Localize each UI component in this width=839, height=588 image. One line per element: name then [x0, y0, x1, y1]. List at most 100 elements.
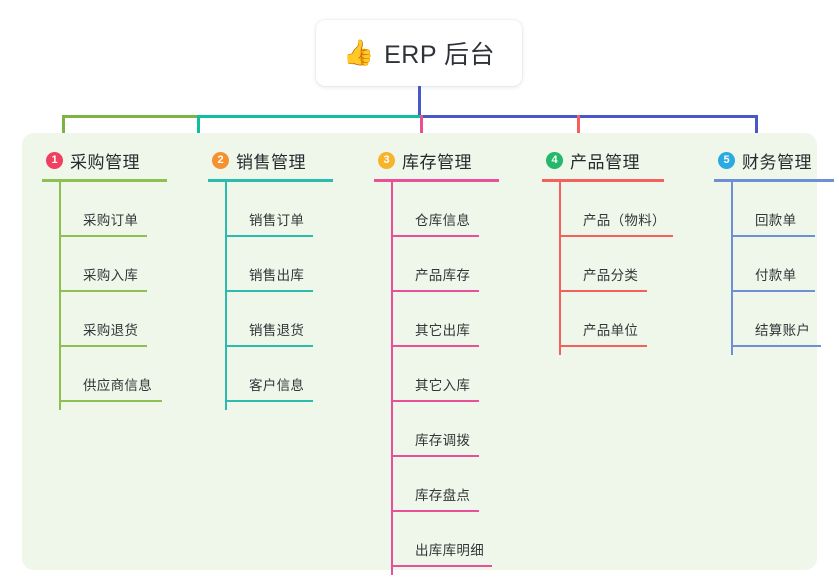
- branch-item[interactable]: 销售出库: [225, 237, 333, 292]
- branch-item-rule: [731, 290, 815, 292]
- branch-item[interactable]: 出库库明细: [391, 512, 499, 567]
- connector-bus-segment: [62, 115, 197, 118]
- branch-spine: [559, 182, 561, 355]
- branch-items: 回款单付款单结算账户: [731, 182, 834, 355]
- branch-item[interactable]: 供应商信息: [59, 347, 167, 402]
- branch-item[interactable]: 产品（物料）: [559, 182, 673, 237]
- branch-item-label: 仓库信息: [415, 213, 471, 228]
- branch-item[interactable]: 其它出库: [391, 292, 499, 347]
- branch-item[interactable]: 库存盘点: [391, 457, 499, 512]
- branch-item-rule: [391, 455, 479, 457]
- branch-column-1: 1 采购管理采购订单采购入库采购退货供应商信息: [42, 145, 167, 410]
- branch-item[interactable]: 其它入库: [391, 347, 499, 402]
- branch-item[interactable]: 销售退货: [225, 292, 333, 347]
- branch-item[interactable]: 仓库信息: [391, 182, 499, 237]
- branch-item-label: 付款单: [755, 268, 797, 283]
- branch-item-label: 产品库存: [415, 268, 471, 283]
- branch-header[interactable]: 4 产品管理: [542, 145, 664, 175]
- branch-item[interactable]: 回款单: [731, 182, 834, 237]
- branch-item-label: 结算账户: [755, 323, 811, 338]
- branch-title-rule: [208, 179, 333, 182]
- branch-item-rule: [391, 565, 492, 567]
- branch-item[interactable]: 结算账户: [731, 292, 834, 347]
- branch-title-rule: [542, 179, 664, 182]
- branch-item-rule: [59, 290, 147, 292]
- thumbs-up-icon: 👍: [342, 38, 375, 67]
- branch-item-label: 库存调拨: [415, 433, 471, 448]
- branch-item-rule: [559, 345, 647, 347]
- branch-item-rule: [225, 290, 313, 292]
- branch-item[interactable]: 客户信息: [225, 347, 333, 402]
- branch-item-label: 销售退货: [249, 323, 305, 338]
- branch-spine: [731, 182, 733, 355]
- branch-item-label: 产品单位: [583, 323, 639, 338]
- branch-item-label: 采购退货: [83, 323, 139, 338]
- branch-item-rule: [391, 235, 479, 237]
- branch-title-rule: [714, 179, 834, 182]
- branch-index-badge: 5: [718, 151, 735, 169]
- branch-item-label: 供应商信息: [83, 378, 152, 393]
- branch-column-4: 4 产品管理产品（物料） 产品分类产品单位: [542, 145, 673, 355]
- branch-item-rule: [59, 400, 162, 402]
- branch-item-rule: [225, 235, 313, 237]
- branch-title-rule: [42, 179, 167, 182]
- connector-stem: [418, 86, 421, 116]
- branch-item-rule: [559, 235, 673, 237]
- branch-index-badge: 3: [378, 151, 395, 169]
- branch-item-rule: [59, 235, 147, 237]
- branch-item-rule: [559, 290, 647, 292]
- branch-item-label: 出库库明细: [415, 543, 484, 558]
- branch-item-label: 库存盘点: [415, 488, 471, 503]
- branch-item-rule: [225, 345, 313, 347]
- branch-item-label: 回款单: [755, 213, 797, 228]
- branch-item-rule: [59, 345, 147, 347]
- branch-item[interactable]: 付款单: [731, 237, 834, 292]
- branch-item[interactable]: 产品单位: [559, 292, 664, 347]
- connector-bus-segment: [420, 115, 757, 118]
- branch-item[interactable]: 产品库存: [391, 237, 499, 292]
- branch-item[interactable]: 销售订单: [225, 182, 333, 237]
- branch-item-label: 其它入库: [415, 378, 471, 393]
- branch-index-badge: 1: [46, 151, 63, 169]
- branch-index-badge: 2: [212, 151, 229, 169]
- branch-item[interactable]: 产品分类: [559, 237, 664, 292]
- branch-item-label: 客户信息: [249, 378, 305, 393]
- branch-item-label: 销售订单: [249, 213, 305, 228]
- branch-item[interactable]: 采购退货: [59, 292, 167, 347]
- branch-index-badge: 4: [546, 151, 563, 169]
- branch-items: 产品（物料） 产品分类产品单位: [559, 182, 673, 355]
- branch-item-rule: [731, 235, 815, 237]
- branch-items: 销售订单销售出库销售退货客户信息: [225, 182, 333, 410]
- branch-items: 仓库信息产品库存其它出库其它入库库存调拨库存盘点出库库明细: [391, 182, 499, 575]
- branch-item-label: 采购入库: [83, 268, 139, 283]
- connector-bus-segment: [197, 115, 422, 118]
- branch-spine: [391, 182, 393, 575]
- branch-title: 采购管理: [70, 152, 140, 172]
- branch-item-label: 产品（物料）: [583, 213, 666, 228]
- branch-spine: [59, 182, 61, 410]
- branch-spine: [225, 182, 227, 410]
- branch-item[interactable]: 库存调拨: [391, 402, 499, 457]
- branch-header[interactable]: 1 采购管理: [42, 145, 167, 175]
- branch-item-rule: [731, 345, 821, 347]
- branch-item-rule: [391, 510, 479, 512]
- branch-item[interactable]: 采购入库: [59, 237, 167, 292]
- root-title: ERP 后台: [384, 41, 496, 69]
- branch-item-rule: [391, 400, 479, 402]
- branch-item-rule: [391, 290, 479, 292]
- branch-items: 采购订单采购入库采购退货供应商信息: [59, 182, 167, 410]
- branch-title-rule: [374, 179, 499, 182]
- branch-item-rule: [391, 345, 479, 347]
- branch-title: 产品管理: [570, 152, 640, 172]
- branch-item[interactable]: 采购订单: [59, 182, 167, 237]
- branch-item-label: 其它出库: [415, 323, 471, 338]
- branch-item-label: 采购订单: [83, 213, 139, 228]
- root-node[interactable]: 👍 ERP 后台: [316, 20, 522, 86]
